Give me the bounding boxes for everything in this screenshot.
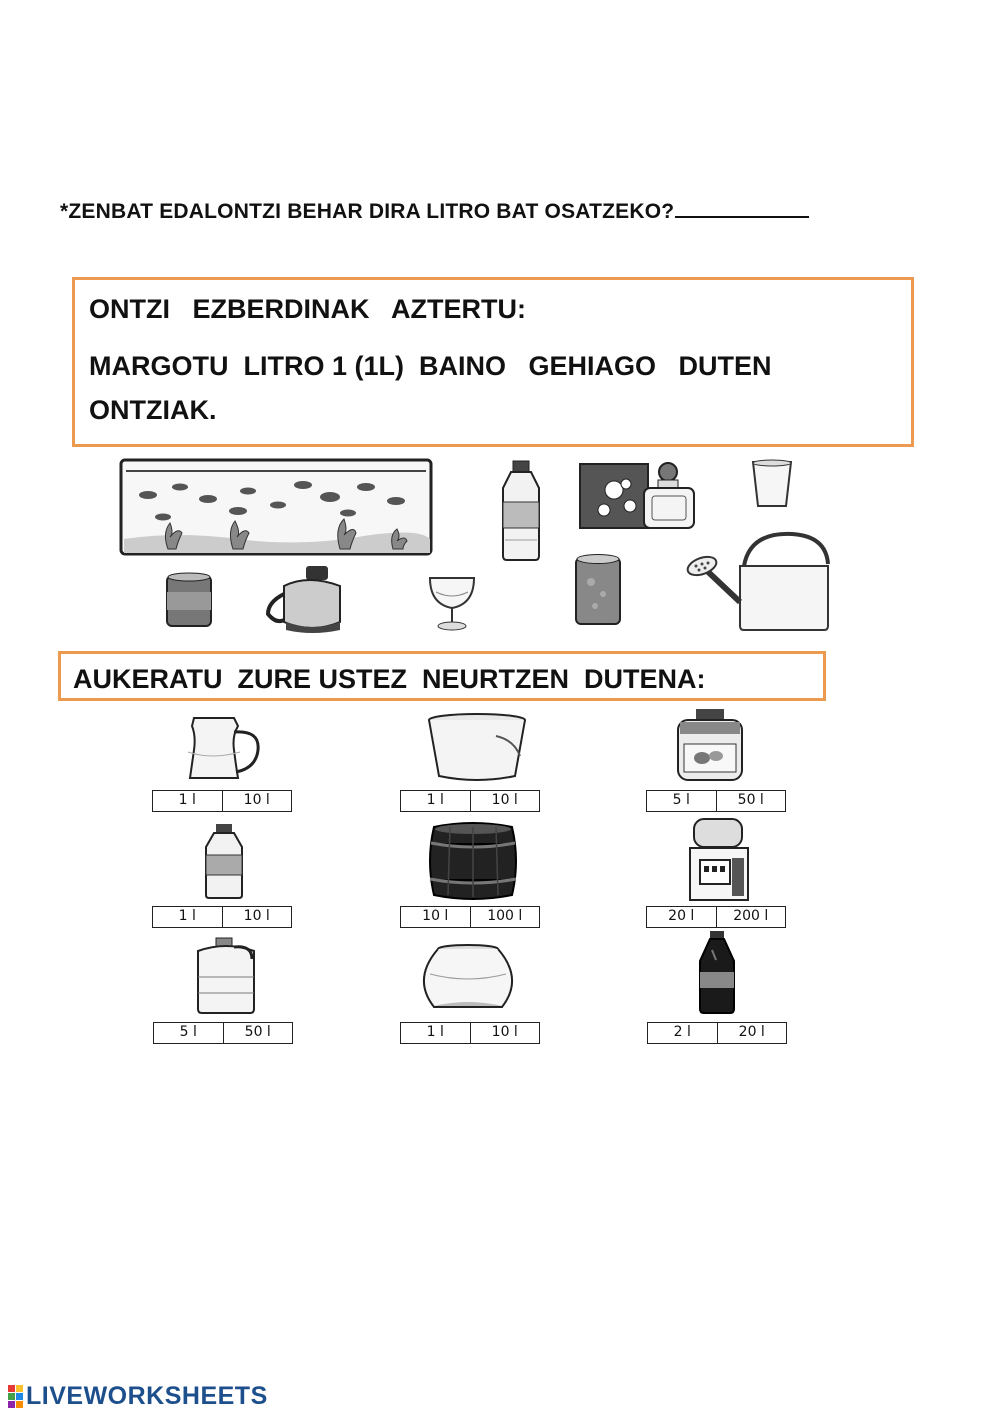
- option-small-bottle-b[interactable]: 10 l: [221, 907, 292, 927]
- pitcher-image: [187, 717, 260, 779]
- option-soda-bottle-b[interactable]: 20 l: [716, 1023, 787, 1043]
- barrel-image: [429, 822, 517, 900]
- option-jar-a[interactable]: 5 l: [672, 792, 690, 808]
- question-label: *ZENBAT EDALONTZI BEHAR DIRA LITRO BAT O…: [60, 200, 675, 223]
- water-bottle-image[interactable]: [493, 460, 549, 562]
- perfume-box-image[interactable]: [578, 462, 700, 532]
- option-pitcher-b[interactable]: 10 l: [221, 791, 292, 811]
- option-barrel-a[interactable]: 10 l: [422, 908, 449, 924]
- jar-image: [677, 709, 743, 781]
- option-pair-jar: 5 l 50 l: [646, 790, 786, 812]
- choose-instruction-label: AUKERATU ZURE USTEZ NEURTZEN DUTENA:: [73, 664, 706, 694]
- option-barrel-b[interactable]: 100 l: [469, 907, 540, 927]
- option-pitcher-a[interactable]: 1 l: [178, 792, 196, 808]
- option-pair-small-bottle: 1 l 10 l: [152, 906, 292, 928]
- tall-can-image[interactable]: [573, 552, 623, 628]
- soda-bottle-image: [699, 931, 735, 1014]
- logo-square-5: [8, 1401, 15, 1408]
- logo-square-6: [16, 1401, 23, 1408]
- can-image[interactable]: [164, 572, 214, 630]
- option-bucket-a[interactable]: 1 l: [426, 792, 444, 808]
- thermos-image[interactable]: [264, 564, 356, 634]
- bucket-image: [428, 713, 526, 781]
- option-bucket-b[interactable]: 10 l: [469, 791, 540, 811]
- option-pair-water-jug: 5 l 50 l: [153, 1022, 293, 1044]
- option-soda-bottle-a[interactable]: 2 l: [673, 1024, 691, 1040]
- option-water-jug-a[interactable]: 5 l: [179, 1024, 197, 1040]
- option-fishbowl-b[interactable]: 10 l: [469, 1023, 540, 1043]
- wine-glass-image[interactable]: [426, 570, 478, 632]
- instruction-line-2: MARGOTU LITRO 1 (1L) BAINO GEHIAGO DUTEN: [89, 351, 772, 381]
- question-text: *ZENBAT EDALONTZI BEHAR DIRA LITRO BAT O…: [60, 198, 810, 224]
- water-cooler-image: [689, 818, 749, 901]
- brand-text: LIVEWORKSHEETS: [26, 1382, 268, 1410]
- option-fishbowl-a[interactable]: 1 l: [426, 1024, 444, 1040]
- aquarium-image[interactable]: [118, 457, 434, 557]
- fishbowl-image: [422, 944, 514, 1008]
- option-pair-soda-bottle: 2 l 20 l: [647, 1022, 787, 1044]
- option-pair-pitcher: 1 l 10 l: [152, 790, 292, 812]
- option-pair-fishbowl: 1 l 10 l: [400, 1022, 540, 1044]
- watering-can-image[interactable]: [684, 530, 834, 632]
- option-water-cooler-a[interactable]: 20 l: [668, 908, 695, 924]
- water-jug-image: [197, 937, 255, 1014]
- option-small-bottle-a[interactable]: 1 l: [178, 908, 196, 924]
- instruction-box: ONTZI EZBERDINAK AZTERTU: MARGOTU LITRO …: [72, 277, 914, 447]
- logo-square-1: [8, 1385, 15, 1392]
- choose-instruction-box: AUKERATU ZURE USTEZ NEURTZEN DUTENA:: [58, 651, 826, 701]
- option-water-cooler-b[interactable]: 200 l: [715, 907, 786, 927]
- option-pair-barrel: 10 l 100 l: [400, 906, 540, 928]
- answer-blank[interactable]: [675, 198, 810, 218]
- option-jar-b[interactable]: 50 l: [715, 791, 786, 811]
- glass-image[interactable]: [750, 458, 794, 510]
- logo-square-3: [8, 1393, 15, 1400]
- footer-brand: LIVEWORKSHEETS: [8, 1382, 268, 1411]
- option-pair-bucket: 1 l 10 l: [400, 790, 540, 812]
- liveworksheets-logo-icon: [8, 1385, 23, 1408]
- logo-square-2: [16, 1385, 23, 1392]
- instruction-line-3: ONTZIAK.: [89, 395, 217, 425]
- option-pair-water-cooler: 20 l 200 l: [646, 906, 786, 928]
- small-bottle-image: [205, 824, 243, 899]
- instruction-line-1: ONTZI EZBERDINAK AZTERTU:: [89, 294, 526, 324]
- logo-square-4: [16, 1393, 23, 1400]
- option-water-jug-b[interactable]: 50 l: [222, 1023, 293, 1043]
